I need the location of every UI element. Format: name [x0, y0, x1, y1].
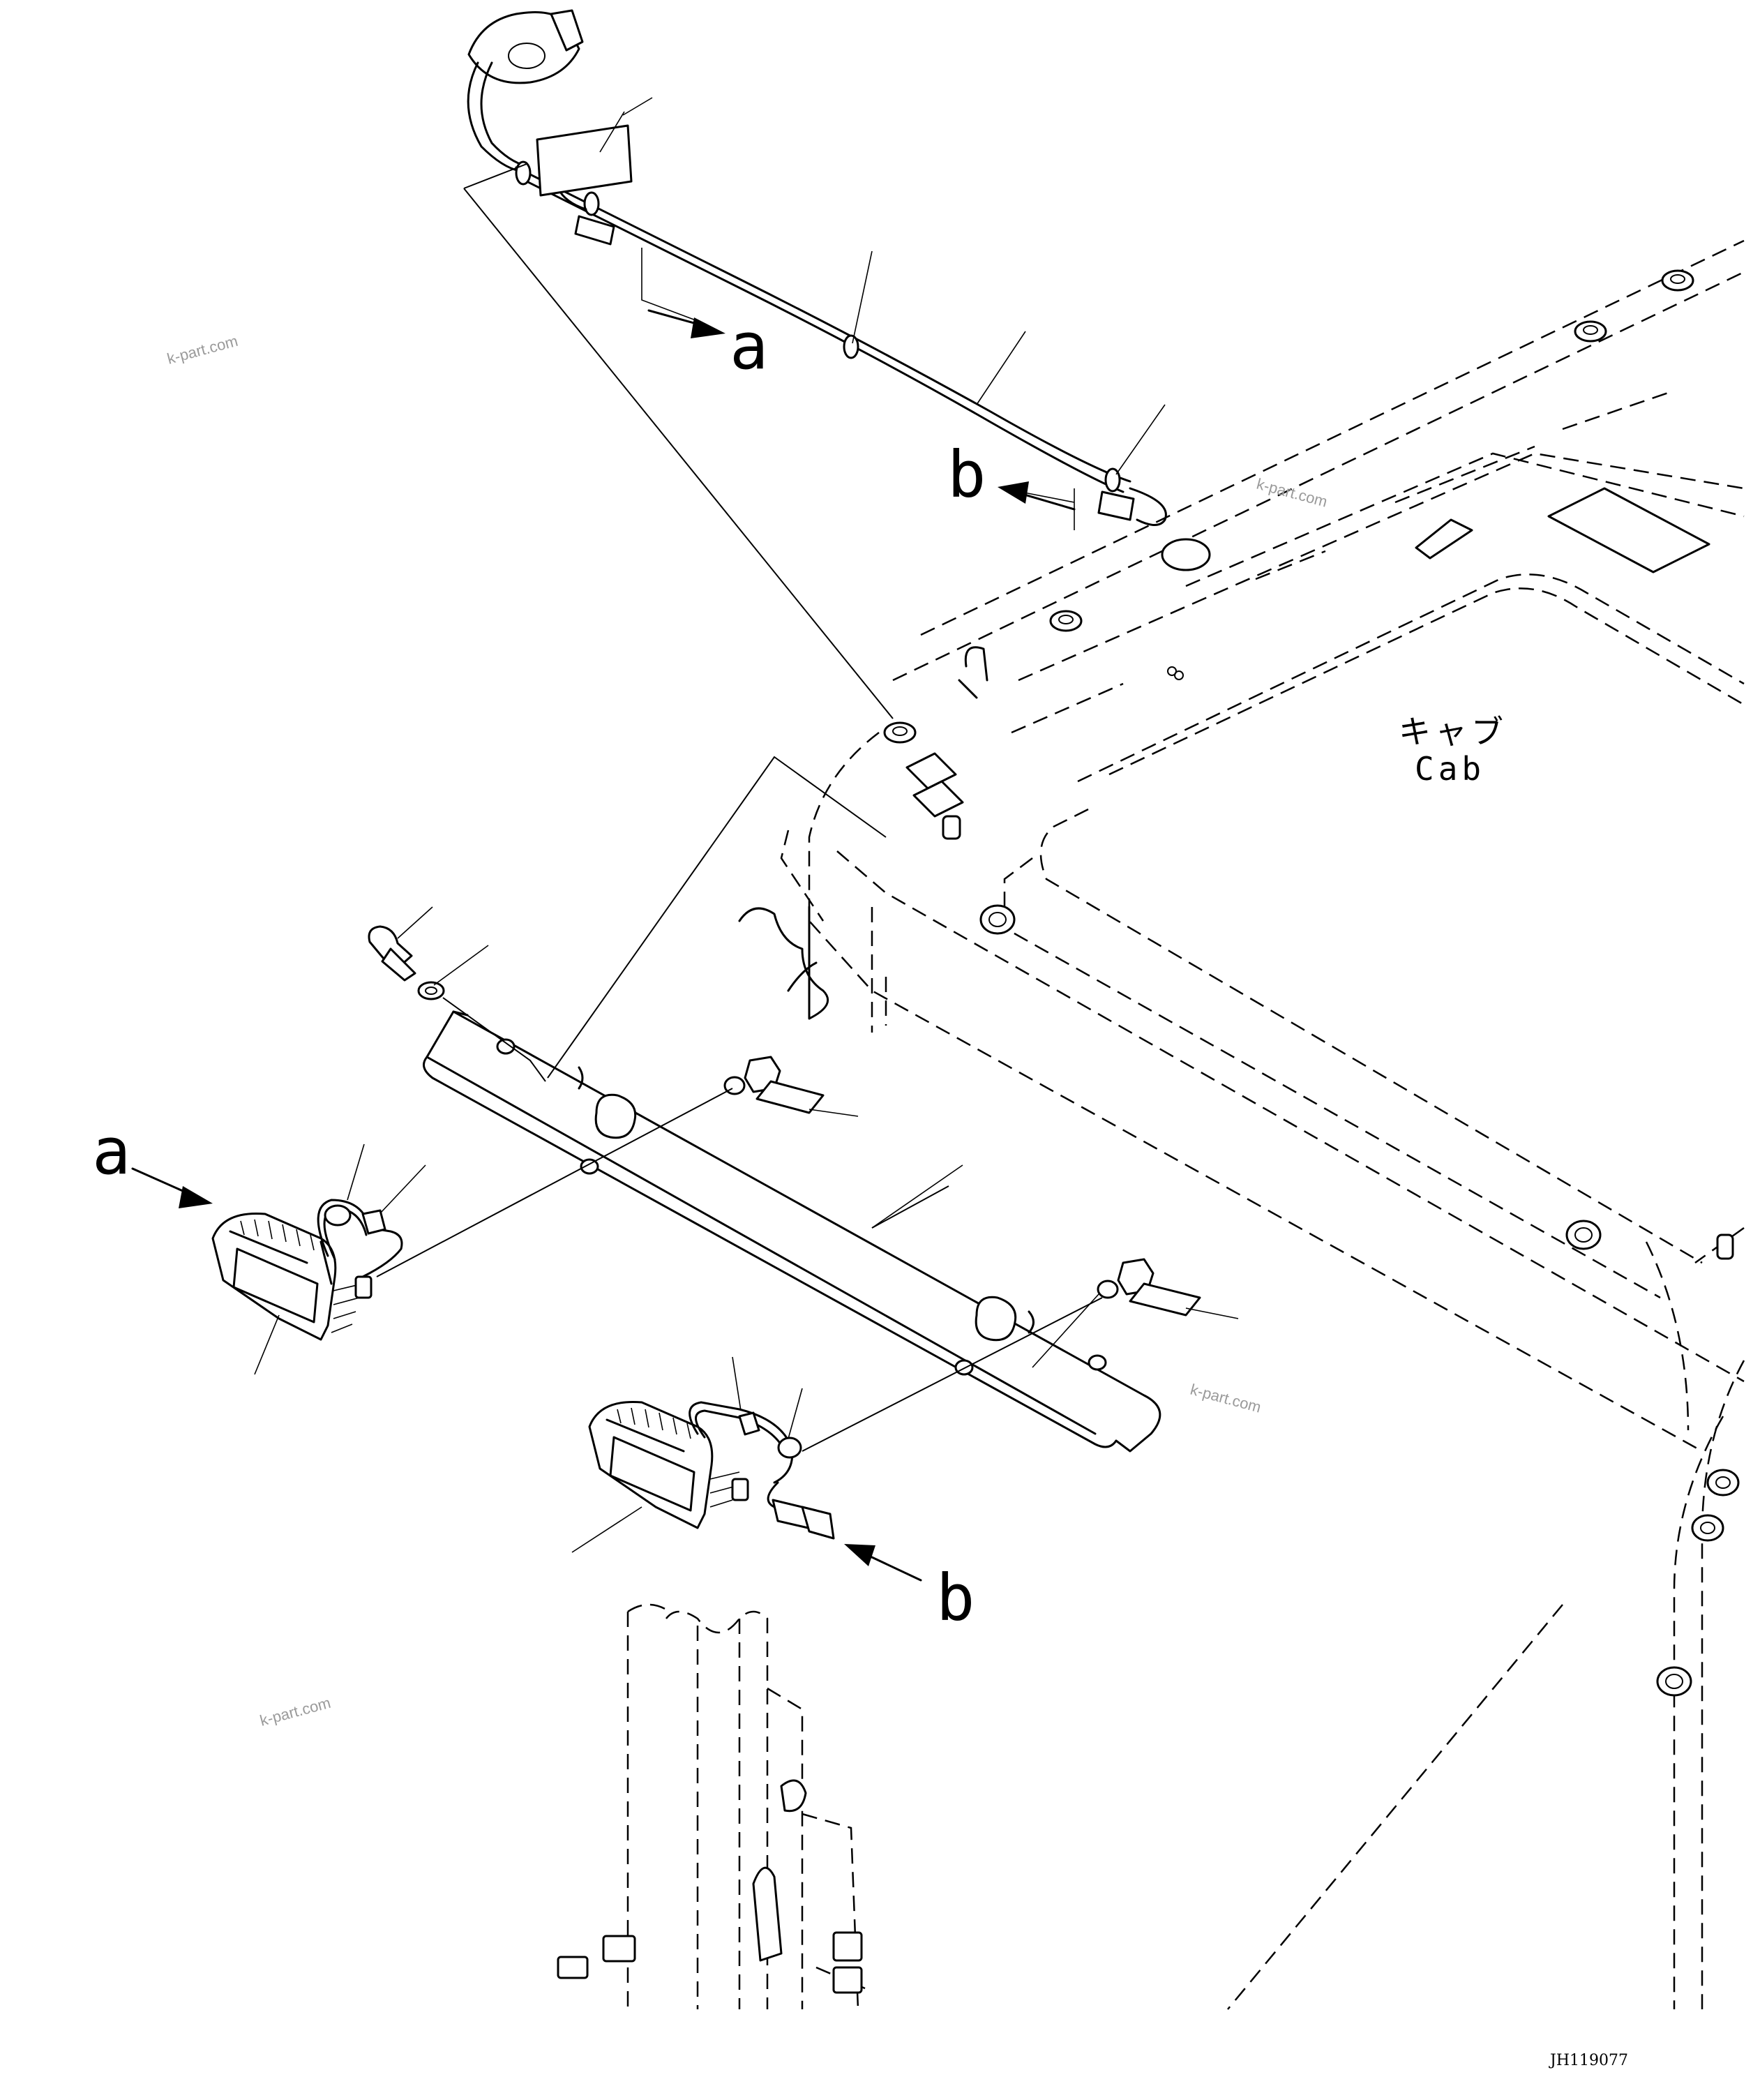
leader-lines-top	[463, 97, 1166, 719]
work-lamp-left	[131, 1088, 733, 1375]
cab-label-en: Cab	[1415, 750, 1485, 788]
callout-b-bottom: b	[936, 1561, 975, 1635]
callout-a-left: a	[92, 1114, 130, 1189]
watermark: k-part.com	[1255, 475, 1330, 511]
callout-a-top: a	[730, 309, 768, 384]
work-lamp-right	[571, 1297, 1103, 1582]
watermark: k-part.com	[258, 1694, 333, 1730]
drawing-code: JH119077	[1549, 2052, 1628, 2069]
cab-frame	[626, 239, 1745, 2010]
wiring-harness-top	[467, 9, 1167, 526]
cab-grommets	[557, 269, 1740, 1994]
callout-b-top: b	[947, 437, 986, 512]
nuts-washers	[723, 1056, 1239, 1368]
watermark: k-part.com	[165, 332, 240, 368]
bolt-washer	[368, 756, 887, 1082]
lamp-bracket	[423, 1010, 1161, 1453]
cab-label-jp: キャブ	[1399, 713, 1507, 751]
watermark: k-part.com	[1189, 1381, 1263, 1416]
